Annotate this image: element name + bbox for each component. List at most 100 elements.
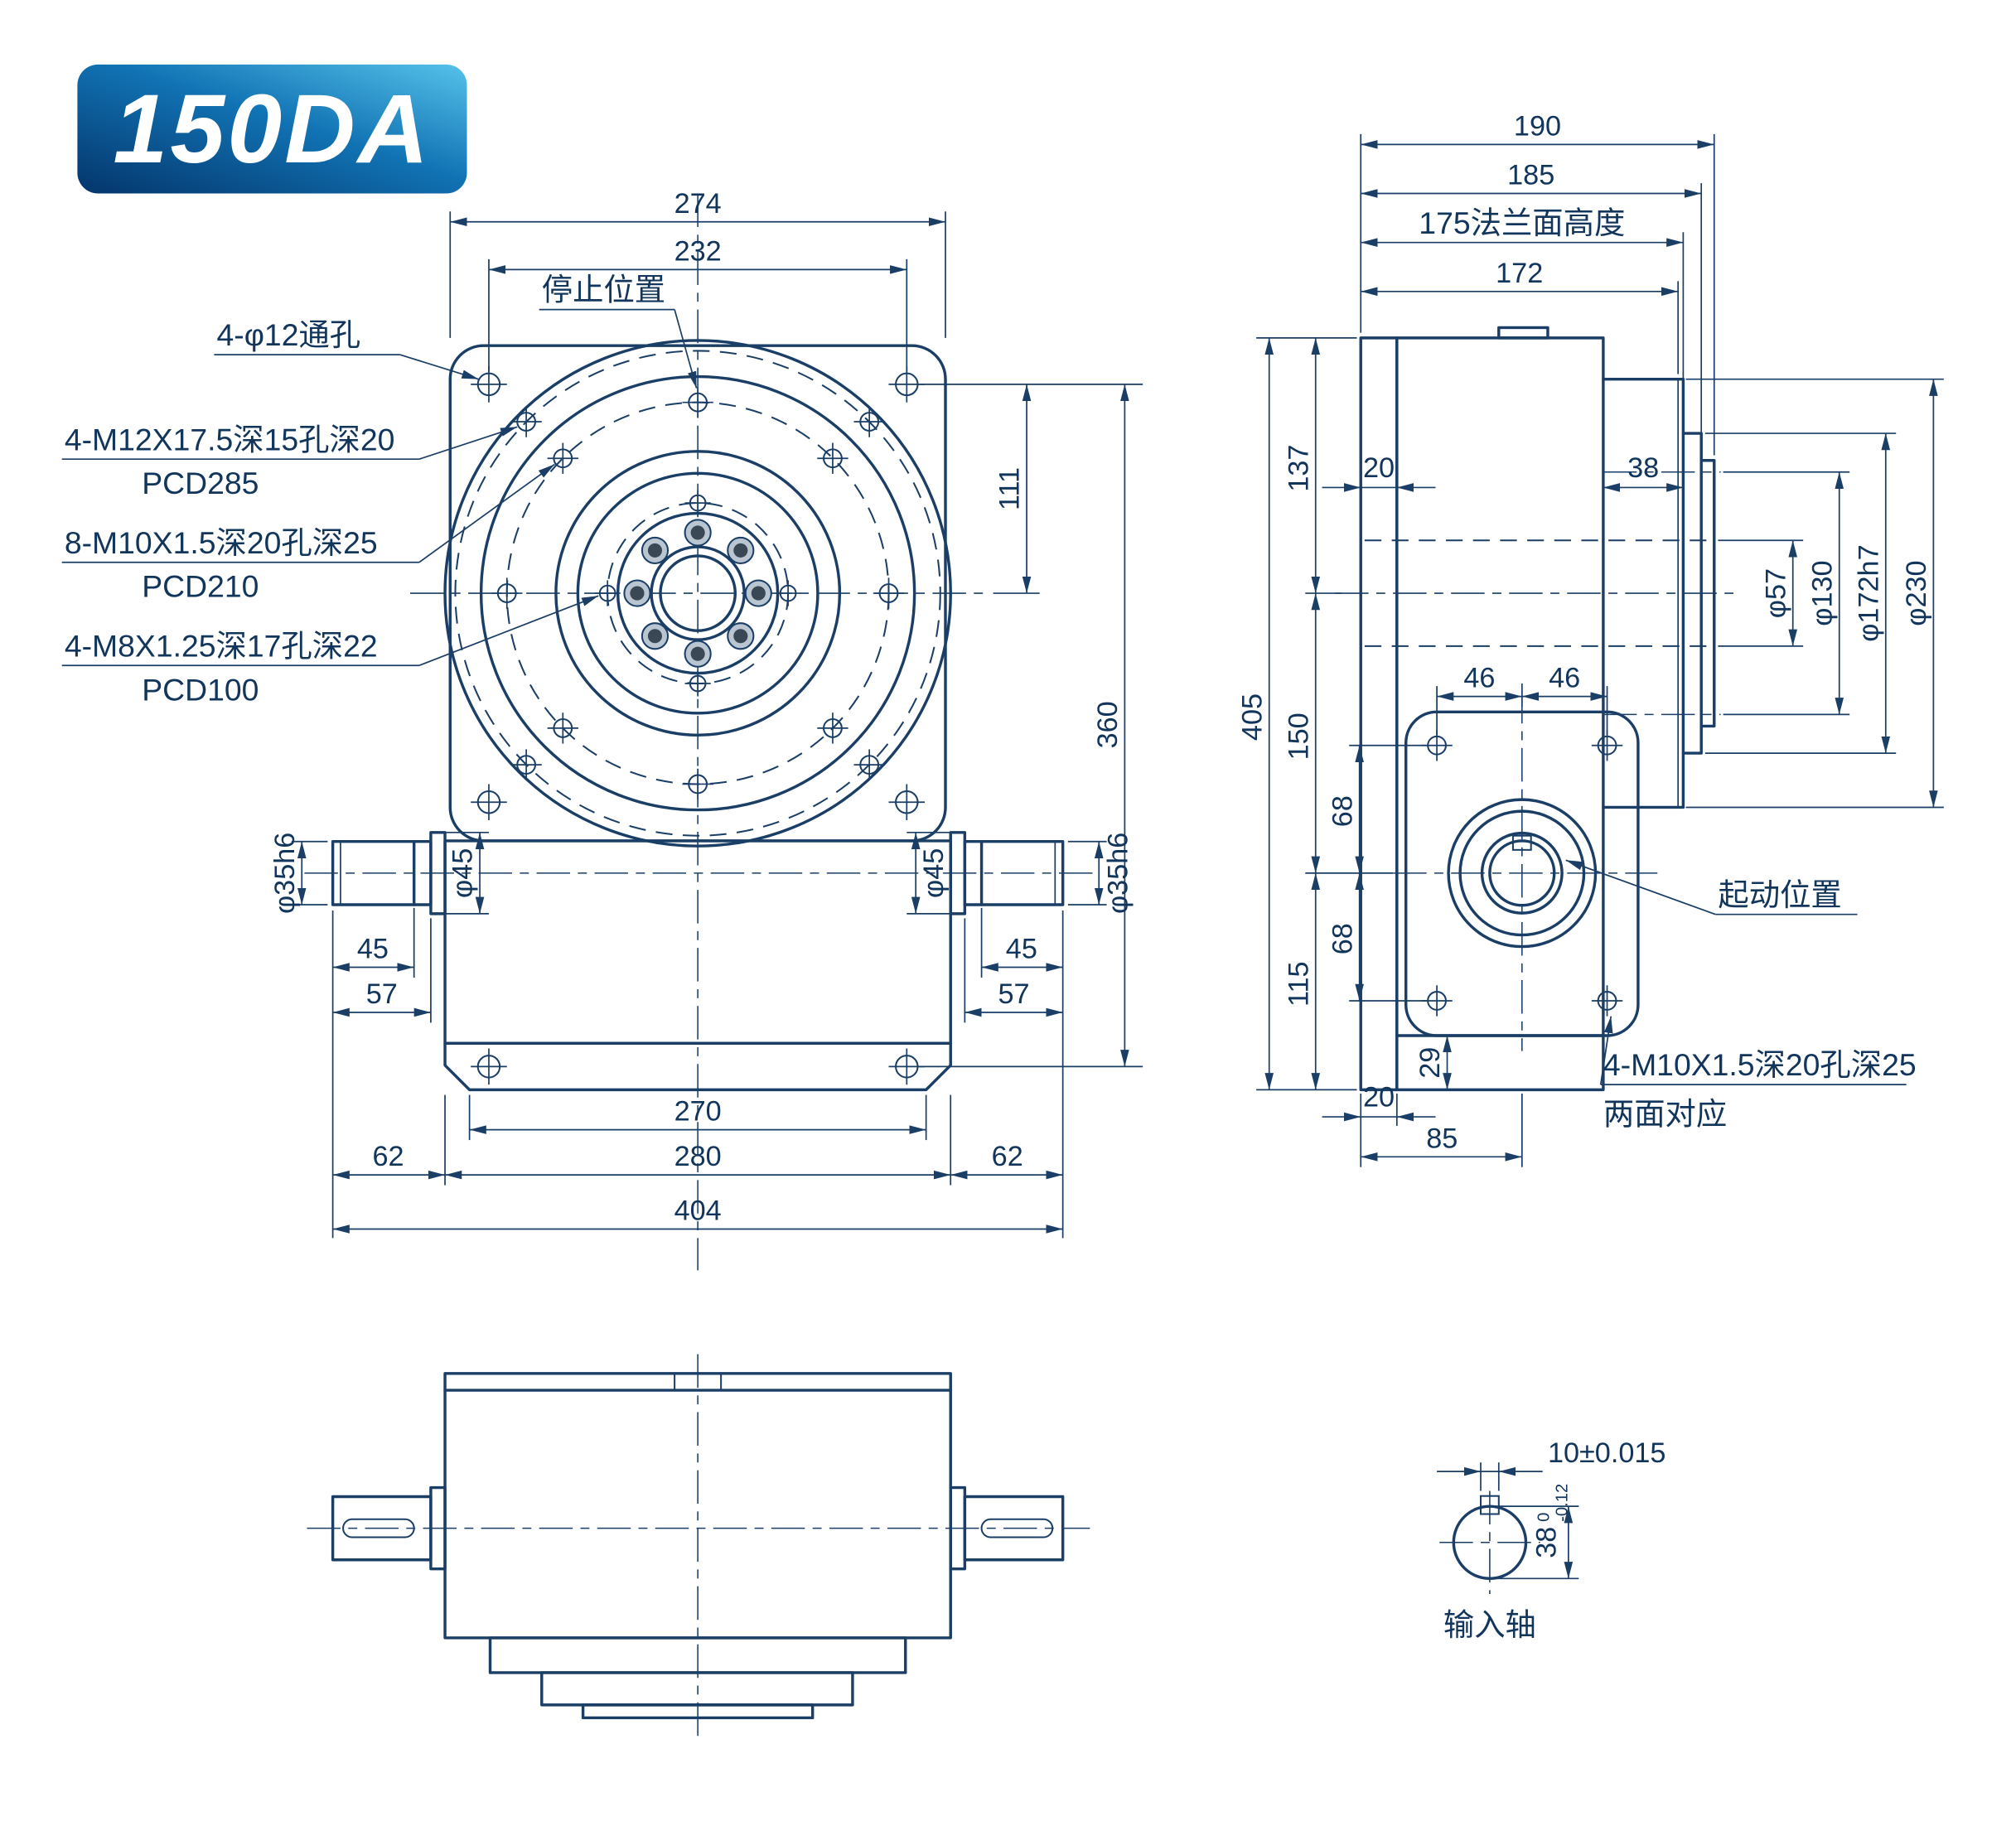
dim-405-label: 405	[1236, 693, 1268, 741]
stop-position-label: 停止位置	[542, 273, 665, 307]
dim-shaft-dia: 38 0 -0.12	[1493, 1484, 1579, 1580]
side-view: 190 185 175法兰面高度 172 20 38 405 137	[1236, 110, 1944, 1167]
dim-collar-left-dia: φ45	[445, 831, 489, 915]
dim-68-top: 68	[1327, 744, 1427, 873]
dim-20-top-label: 20	[1363, 452, 1395, 484]
front-base-flange	[443, 1041, 952, 1092]
through-holes-label: 4-φ12通孔	[217, 317, 361, 352]
dim-405: 405	[1236, 337, 1357, 1091]
dim-38-label: 38	[1627, 452, 1659, 484]
dim-29: 29	[1414, 1035, 1452, 1090]
dim-62-left: 62	[332, 1141, 446, 1180]
dim-shaft-left-dia: φ35h6	[269, 833, 328, 914]
dim-shaft-right-dia: φ35h6	[1067, 833, 1134, 914]
dim-d57: φ57	[1718, 539, 1804, 647]
dim-232-label: 232	[674, 235, 722, 267]
dim-38: 38	[1603, 452, 1684, 492]
dim-shaft-right-label: φ35h6	[1102, 833, 1134, 914]
dim-360: 360	[918, 384, 1143, 1068]
dim-280: 280	[444, 1094, 952, 1186]
dim-270-label: 270	[674, 1096, 722, 1128]
dim-270: 270	[468, 1094, 927, 1141]
dim-57-left: 57	[332, 918, 432, 1023]
dim-85-label: 85	[1426, 1123, 1458, 1154]
dim-111: 111	[918, 384, 1143, 594]
dim-shaft-left-label: φ35h6	[269, 833, 301, 914]
note-m10-holes: 8-M10X1.5深20孔深25 PCD210	[61, 463, 555, 604]
dim-62-left-label: 62	[372, 1141, 404, 1172]
side-body	[1359, 326, 1721, 1092]
input-shaft-label: 输入轴	[1443, 1607, 1536, 1642]
dim-collar-left-label: φ45	[447, 848, 479, 898]
dim-collar-right-label: φ45	[918, 848, 950, 898]
dim-20-bottom: 20	[1322, 1082, 1436, 1167]
dim-190-label: 190	[1514, 110, 1561, 142]
dim-46-pair: 46 46	[1436, 663, 1608, 736]
note-start-position: 起动位置	[1565, 859, 1858, 915]
dim-d57-label: φ57	[1760, 568, 1791, 618]
dim-115-label: 115	[1283, 961, 1314, 1007]
dim-shaft-dia-tol-upper: 0	[1535, 1513, 1554, 1522]
dim-115: 115	[1283, 872, 1321, 1090]
dim-collar-right-dia: φ45	[906, 831, 951, 915]
dim-404: 404	[332, 1195, 1063, 1234]
dim-46-right-label: 46	[1549, 663, 1580, 694]
m8-holes-label: 4-M8X1.25深17孔深22	[65, 628, 378, 663]
badge-background	[77, 64, 467, 194]
dim-172-label: 172	[1496, 258, 1543, 289]
dim-d230-label: φ230	[1901, 560, 1932, 626]
input-shaft-detail: 10±0.015 38 0 -0.12 输入轴	[1437, 1437, 1665, 1642]
dim-45-right: 45	[980, 907, 1064, 1239]
m12-holes-label: 4-M12X17.5深15孔深20	[65, 422, 395, 456]
m10-holes-label: 8-M10X1.5深20孔深25	[65, 525, 378, 560]
m10-side-label-2: 两面对应	[1603, 1096, 1727, 1131]
dim-150: 150	[1283, 593, 1394, 874]
dim-d130-label: φ130	[1806, 560, 1838, 626]
m10-side-label: 4-M10X1.5深20孔深25	[1603, 1047, 1917, 1082]
dim-190: 190	[1360, 110, 1715, 456]
dim-46-left-label: 46	[1463, 663, 1495, 694]
dim-185: 185	[1361, 160, 1703, 456]
side-mounting-plate	[1359, 336, 1399, 1092]
m12-pcd-label: PCD285	[142, 466, 259, 500]
dim-shaft-dia-label: 38	[1530, 1527, 1562, 1558]
dim-85: 85	[1361, 1094, 1523, 1167]
hub-screws	[623, 519, 772, 668]
front-view: 274 232 停止位置 4-φ12通孔 4-M12X17.5深15孔深20 P…	[61, 188, 1143, 1271]
dim-45-right-label: 45	[1006, 934, 1037, 965]
dim-shaft-dia-tol-lower: -0.12	[1553, 1484, 1571, 1522]
model-badge: 150DA	[77, 64, 467, 194]
dim-137: 137	[1283, 337, 1342, 594]
note-m10-side: 4-M10X1.5深20孔深25 两面对应	[1599, 1016, 1917, 1131]
dim-111-label: 111	[994, 467, 1026, 510]
dim-57-right-label: 57	[998, 978, 1029, 1010]
dim-57-right: 57	[964, 918, 1063, 1023]
dim-20-top: 20	[1322, 452, 1436, 492]
dim-185-label: 185	[1507, 160, 1554, 191]
dim-137-label: 137	[1283, 445, 1314, 492]
dim-274-label: 274	[674, 188, 722, 220]
note-m8-holes: 4-M8X1.25深17孔深22 PCD100	[61, 595, 599, 707]
dim-175: 175法兰面高度	[1361, 205, 1685, 428]
dim-d172h7-label: φ172h7	[1853, 544, 1884, 641]
dim-280-label: 280	[674, 1141, 722, 1172]
dim-45-left: 45	[331, 907, 415, 1239]
m8-pcd-label: PCD100	[142, 672, 259, 707]
dim-d130: φ130	[1723, 471, 1850, 716]
dim-d230: φ230	[1685, 378, 1944, 809]
dim-key-label: 10±0.015	[1548, 1437, 1666, 1469]
start-position-label: 起动位置	[1718, 877, 1841, 912]
side-top-boss	[1497, 326, 1549, 340]
dim-232: 232	[488, 235, 908, 372]
dim-404-label: 404	[674, 1195, 722, 1227]
note-m12-holes: 4-M12X17.5深15孔深20 PCD285	[61, 422, 518, 500]
dim-68-bottom-label: 68	[1327, 923, 1358, 954]
dim-d172h7: φ172h7	[1704, 432, 1897, 754]
dim-150-label: 150	[1283, 712, 1314, 760]
note-through-holes: 4-φ12通孔	[214, 317, 479, 380]
dim-57-left-label: 57	[366, 978, 398, 1010]
dim-key-width: 10±0.015	[1437, 1437, 1666, 1491]
m10-pcd-label: PCD210	[142, 569, 259, 604]
model-number: 150DA	[114, 75, 432, 184]
